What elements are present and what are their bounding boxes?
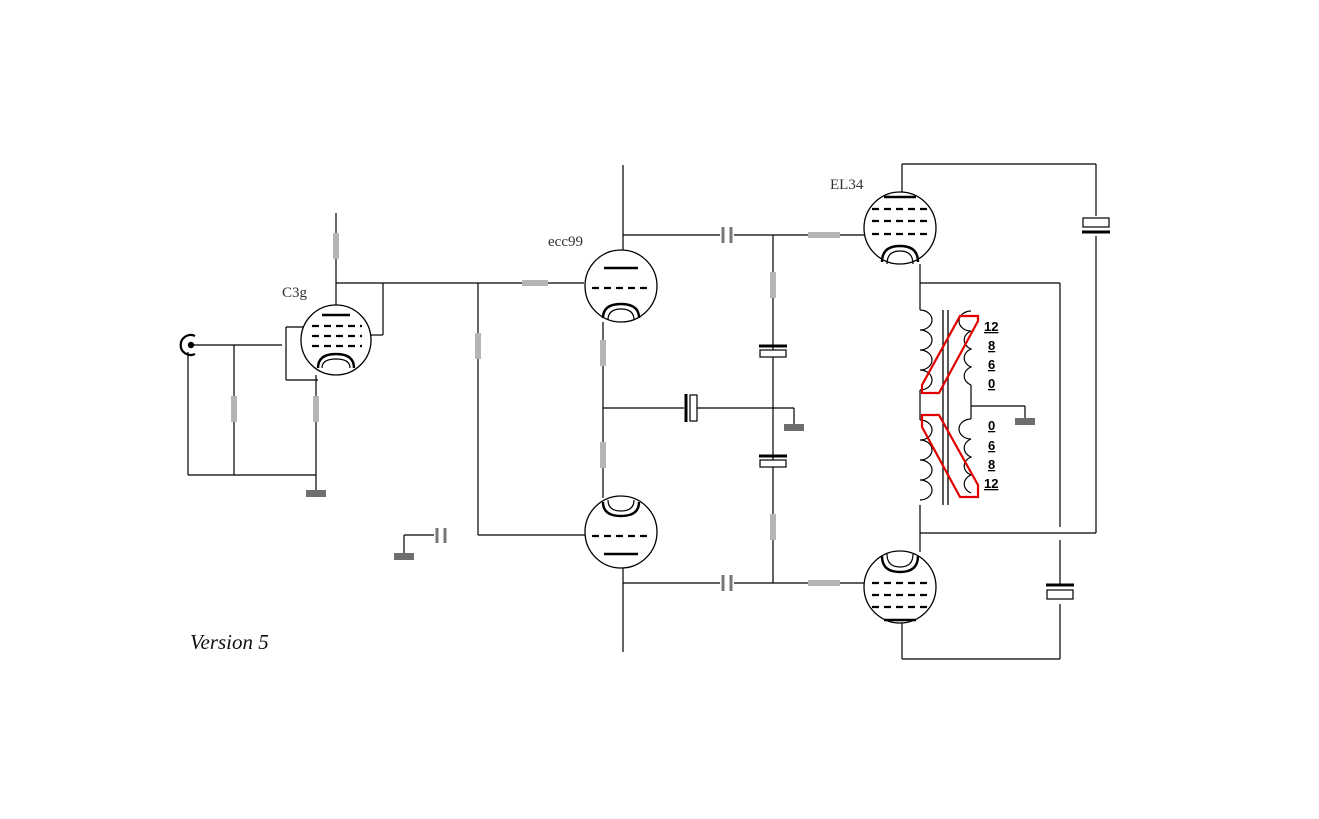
tube-c3g: [300, 304, 372, 376]
tube-el34-upper: [863, 191, 937, 265]
cathode-bypass-capacitor: [684, 394, 698, 422]
bias-resistor-upper: [770, 272, 776, 298]
ground-symbol: [306, 490, 326, 497]
cathode-resistor-ecc99-lower: [600, 442, 606, 468]
label-el34: EL34: [830, 177, 864, 193]
bias-capacitor-lower: [759, 454, 787, 468]
transformer-taps-lower: 0 6 8 12: [984, 418, 998, 491]
output-wiring: [901, 163, 1097, 660]
feedback-capacitor-upper: [1082, 217, 1110, 234]
anode-resistor-c3g: [333, 233, 339, 259]
tube-ecc99-lower: [584, 495, 658, 569]
ground-symbol: [784, 424, 804, 431]
grid-stopper-ecc99-top: [522, 280, 548, 286]
grid-stopper-el34-lower: [808, 580, 840, 586]
tap-label: 6: [988, 438, 995, 453]
coupling-capacitor-upper: [721, 227, 733, 243]
bias-capacitor-upper: [759, 344, 787, 358]
cathode-resistor-ecc99-upper: [600, 340, 606, 366]
cathode-resistor-c3g: [313, 396, 319, 422]
tap-label: 6: [988, 357, 995, 372]
input-wiring: [187, 326, 318, 490]
bypass-capacitor-lower-grid: [435, 528, 447, 543]
grid-stopper-el34-upper: [808, 232, 840, 238]
bias-resistor-lower: [770, 514, 776, 540]
secondary-highlight: [920, 314, 980, 499]
transformer-taps-upper: 12 8 6 0: [984, 319, 998, 391]
tube-el34-lower: [863, 550, 937, 624]
grid-leak-resistor: [231, 396, 237, 422]
c3g-anode-wiring: [335, 213, 586, 553]
ground-symbol: [394, 553, 414, 560]
grid-resistor-ecc99: [475, 333, 481, 359]
version-label: Version 5: [190, 630, 269, 654]
feedback-capacitor-lower: [1046, 583, 1074, 600]
ecc99-wiring: [602, 165, 865, 652]
output-transformer: [919, 309, 1035, 505]
tap-label: 0: [988, 376, 995, 391]
label-c3g: C3g: [282, 285, 308, 301]
tap-label: 12: [984, 319, 998, 334]
input-jack: [179, 333, 196, 357]
tap-label: 0: [988, 418, 995, 433]
tap-label: 8: [988, 457, 995, 472]
label-ecc99: ecc99: [548, 234, 583, 250]
tap-label: 12: [984, 476, 998, 491]
tube-ecc99-upper: [584, 249, 658, 323]
tap-label: 8: [988, 338, 995, 353]
coupling-capacitor-lower: [721, 575, 733, 591]
